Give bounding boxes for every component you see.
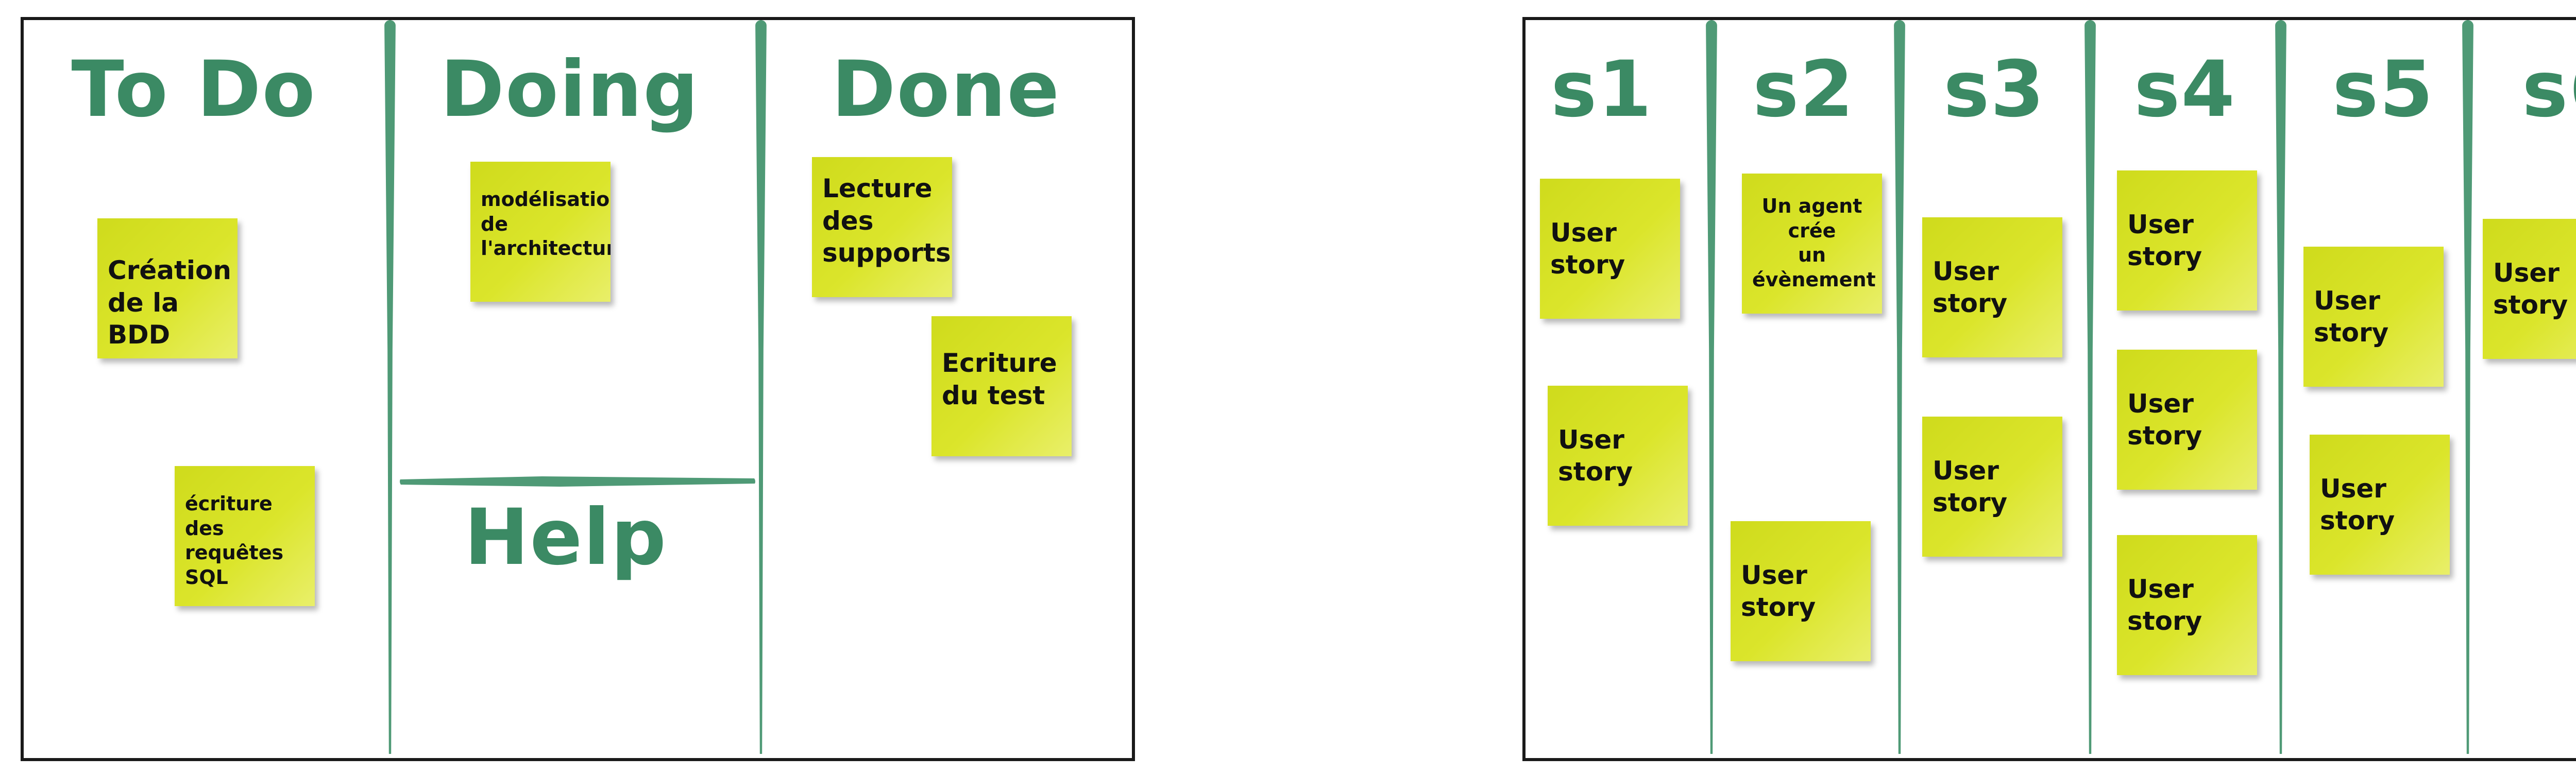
column-title-s1: s1 — [1551, 45, 1653, 134]
column-title-done: Done — [831, 45, 1061, 134]
column-title-s4: s4 — [2134, 45, 2236, 134]
sticky-note-user-story[interactable]: User story — [2117, 170, 2257, 311]
sticky-note[interactable]: Lecture des supports — [812, 157, 952, 297]
sticky-note-user-story[interactable]: User story — [1540, 179, 1680, 319]
column-title-doing: Doing — [440, 45, 700, 134]
section-title-help: Help — [464, 493, 668, 582]
sticky-note-user-story[interactable]: User story — [2303, 247, 2444, 387]
kanban-board: To Do Doing Done Help Création de la BDD… — [21, 17, 1135, 761]
sticky-note-user-story[interactable]: User story — [2483, 219, 2576, 359]
sprint-board: s1 s2 s3 s4 s5 s6 User story User story … — [1522, 17, 2576, 761]
column-divider — [2275, 20, 2286, 754]
column-title-s6: s6 — [2522, 45, 2576, 134]
column-title-s2: s2 — [1753, 45, 1855, 134]
column-divider-todo-doing — [384, 20, 396, 754]
sticky-note-user-story[interactable]: User story — [2117, 535, 2257, 675]
column-title-todo: To Do — [71, 45, 316, 134]
sticky-note-user-story[interactable]: User story — [1922, 217, 2062, 357]
sticky-note-user-story[interactable]: User story — [1731, 521, 1871, 661]
column-title-s5: s5 — [2332, 45, 2434, 134]
sticky-note-user-story[interactable]: User story — [2310, 435, 2450, 575]
column-divider-doing-done — [755, 20, 767, 754]
sticky-note[interactable]: écriture des requêtes SQL — [175, 466, 315, 606]
sticky-note[interactable]: modélisation de l'architecture — [470, 162, 611, 302]
column-divider — [1706, 20, 1717, 754]
sticky-note-user-story[interactable]: User story — [1922, 417, 2062, 557]
column-title-s3: s3 — [1943, 45, 2045, 134]
column-divider — [2462, 20, 2473, 754]
row-divider-doing-help — [400, 476, 755, 487]
column-divider — [2084, 20, 2096, 754]
sticky-note[interactable]: Création de la BDD — [97, 218, 238, 358]
column-divider — [1894, 20, 1905, 754]
sticky-note-user-story[interactable]: User story — [2117, 350, 2257, 490]
sticky-note-user-story[interactable]: User story — [1548, 386, 1688, 526]
sticky-note[interactable]: Un agent crée un évènement — [1742, 174, 1882, 314]
sticky-note[interactable]: Ecriture du test — [931, 316, 1072, 456]
